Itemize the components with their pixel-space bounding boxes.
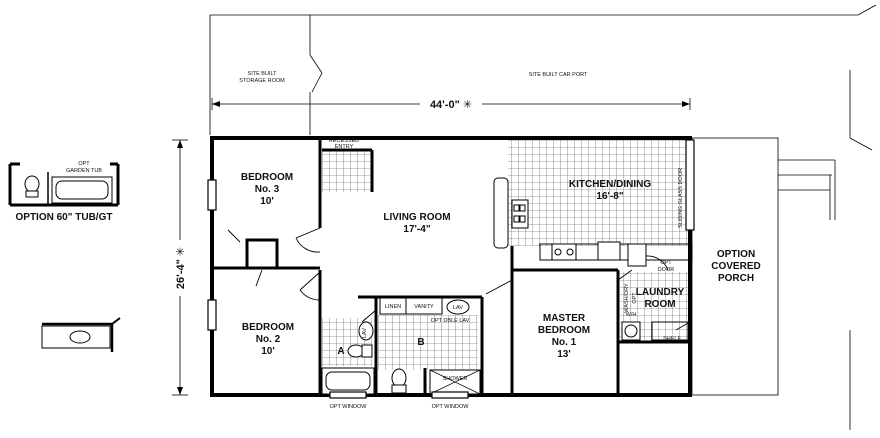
room-labels: BEDROOM No. 3 10' BEDROOM No. 2 10' LIVI… (241, 172, 761, 360)
option-tub-title: OPTION 60" TUB/GT (16, 212, 113, 223)
recessed-entry-label-2: ENTRY (335, 144, 354, 150)
water-heater-label: W/H (626, 312, 637, 318)
bath-b-tile-floor (378, 315, 478, 370)
opt-window-label-2: OPT WINDOW (432, 404, 470, 410)
storage-room-label-2: STORAGE ROOM (239, 78, 285, 84)
option-vanity-detail (41, 317, 121, 352)
car-port-label: SITE BUILT CAR PORT (529, 72, 588, 78)
porch-line1: OPTION (717, 249, 755, 260)
bedroom3-name: BEDROOM (241, 172, 293, 183)
bath-fixtures (321, 297, 689, 395)
site-labels: SITE BUILT STORAGE ROOM SITE BUILT CAR P… (175, 71, 588, 289)
wash-dry-label: WASH/DRY (624, 283, 630, 313)
bedroom2-number: No. 2 (256, 334, 281, 345)
detail-labels: RECESSED ENTRY LINEN VANITY LAV LAV OPT … (329, 138, 684, 410)
opt-double-lav-label: OPT DBLE LAV (431, 318, 470, 324)
door-swings (227, 227, 691, 331)
depth-dimension-label: 26'-4" ✳ (175, 247, 187, 289)
windows (207, 139, 695, 399)
master-number: No. 1 (552, 337, 577, 348)
kitchen-fixtures (493, 177, 693, 267)
living-room-size: 17'-4" (403, 224, 430, 235)
bedroom2-size: 10' (261, 346, 275, 357)
garden-tub-label-2: GARDEN TUB (66, 168, 102, 174)
kitchen-tile-floor (508, 138, 690, 246)
shower-label: SHOWER (443, 376, 468, 382)
master-name: MASTER (543, 313, 586, 324)
laundry-name-2: ROOM (644, 299, 675, 310)
bedroom3-size: 10' (260, 196, 274, 207)
opt-label: OPT (632, 292, 638, 304)
master-name-2: BEDROOM (538, 325, 590, 336)
recessed-entry-label-1: RECESSED (329, 138, 359, 144)
sliding-glass-door-label: SLIDING GLASS DOOR (678, 168, 684, 228)
site-built-outline (209, 4, 877, 430)
shelf-label: SHELF (663, 336, 681, 342)
lav-label: LAV (453, 305, 463, 311)
depth-dimension-line (172, 139, 188, 396)
laundry-name: LAUNDRY (636, 287, 685, 298)
interior-walls (212, 138, 690, 395)
width-dimension-label: 44'-0" ✳ (430, 99, 472, 111)
opt-door-label-1: OPT (660, 260, 672, 266)
kitchen-name: KITCHEN/DINING (569, 179, 651, 190)
opt-door-label-2: DOOR (658, 267, 675, 273)
entry-tile-floor (322, 150, 372, 192)
kitchen-size: 16'-8" (596, 191, 623, 202)
porch-line2: COVERED (711, 261, 760, 272)
option-tub-detail: OPT GARDEN TUB OPTION 60" TUB/GT (8, 161, 120, 223)
vanity-label: VANITY (414, 304, 434, 310)
porch-line3: PORCH (718, 273, 754, 284)
bath-b-label: B (417, 337, 424, 348)
master-size: 13' (557, 349, 571, 360)
garden-tub-label-1: OPT (78, 161, 90, 167)
opt-window-label-1: OPT WINDOW (330, 404, 368, 410)
bedroom2-name: BEDROOM (242, 322, 294, 333)
bedroom3-number: No. 3 (255, 184, 280, 195)
lav-small-label: LAV (362, 328, 368, 338)
bath-a-label: A (337, 346, 344, 357)
living-room-name: LIVING ROOM (383, 212, 450, 223)
linen-label: LINEN (385, 304, 401, 310)
storage-room-label-1: SITE BUILT (248, 71, 278, 77)
width-dimension-line (211, 96, 691, 110)
